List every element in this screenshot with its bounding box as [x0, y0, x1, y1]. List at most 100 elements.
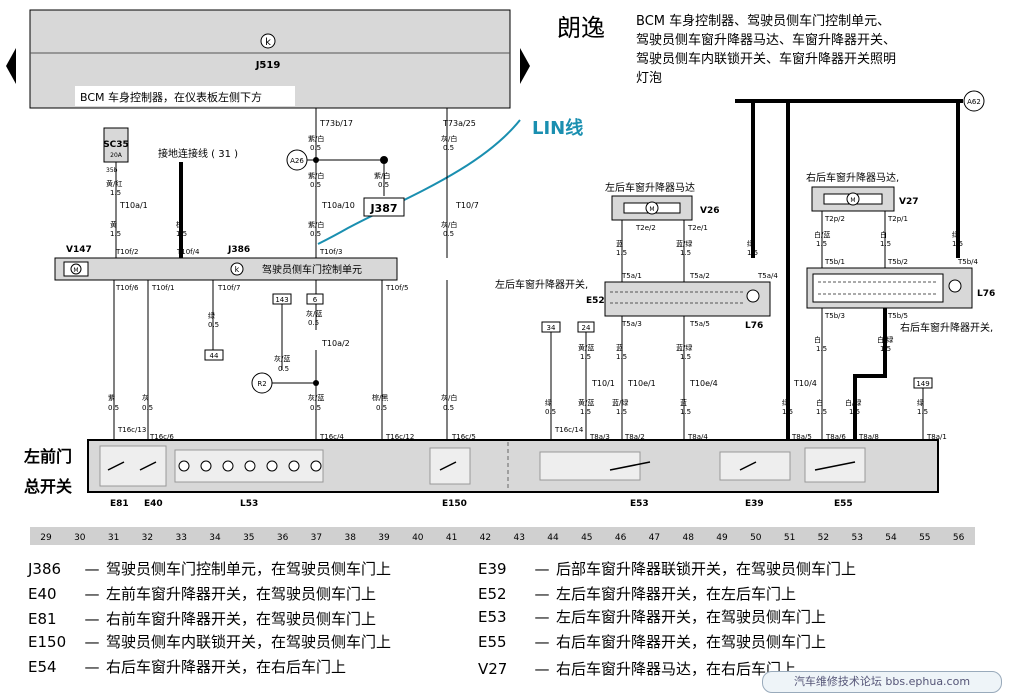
legend-code: E150 — [28, 633, 67, 651]
wire-size: 0.5 — [278, 365, 289, 373]
grid-number: 48 — [682, 533, 694, 543]
wire-size: 0.5 — [443, 404, 454, 412]
wire-size: 1.5 — [616, 353, 627, 361]
motor-v27-pin: T2p/2 — [824, 215, 845, 223]
legend-text: 左后车窗升降器开关，在左后车门上 — [556, 585, 797, 603]
legend-dash: — — [534, 608, 550, 626]
wire-size: 0.5 — [443, 144, 454, 152]
grid-number: 49 — [716, 533, 728, 543]
wire-label: 灰/蓝 — [308, 393, 324, 402]
master-switch-label: 总开关 — [24, 477, 72, 496]
bcm-symbol — [260, 33, 276, 49]
legend-text: 左前车窗升降器开关，在驾驶员侧车门上 — [106, 585, 377, 603]
legend-item: E55—右后车窗升降器开关，在驾驶员侧车门上 — [478, 631, 826, 652]
ctrl-pin-bottom: T10f/7 — [217, 284, 240, 292]
grid-number: 56 — [953, 533, 965, 543]
wire-label: 绿 — [782, 398, 789, 407]
legend-dash: — — [84, 633, 100, 651]
fuse-code: SC35 — [103, 140, 129, 150]
wire-label: 紫/白 — [308, 220, 324, 229]
legend-item: E81—右前车窗升降器开关，在驾驶员侧车门上 — [28, 608, 376, 629]
legend-item: E52—左后车窗升降器开关，在左后车门上 — [478, 583, 796, 604]
pin-t10e1: T10e/1 — [627, 379, 656, 388]
wire-size: 1.5 — [747, 249, 758, 257]
motor-v26-code: V26 — [700, 206, 720, 216]
legend-code: E39 — [478, 560, 507, 578]
legend-text: 右前车窗升降器开关，在驾驶员侧车门上 — [106, 610, 377, 628]
door-pin: T16c/5 — [451, 433, 476, 441]
grid-number: 38 — [344, 533, 356, 543]
wire-size: 1.5 — [110, 189, 121, 197]
legend-code: E52 — [478, 585, 507, 603]
grid-number: 52 — [818, 533, 829, 543]
wire-size: 1.5 — [110, 230, 121, 238]
wire-label: 蓝 — [616, 239, 623, 248]
wire-label: 白 — [880, 230, 887, 239]
pin-t10e4: T10e/4 — [689, 379, 718, 388]
svg-text:M: M — [649, 206, 654, 213]
door-pin: T8a/6 — [825, 433, 846, 441]
scroll-right-arrow[interactable] — [520, 48, 530, 84]
door-pin: T8a/5 — [791, 433, 812, 441]
wire-size: 1.5 — [580, 408, 591, 416]
switch-e52-pin: T5a/4 — [757, 272, 778, 280]
component-e40: E40 — [144, 499, 163, 509]
wire-size: 0.5 — [376, 404, 387, 412]
component-e39: E39 — [745, 499, 764, 509]
wire-label: 紫/白 — [374, 171, 390, 180]
ctrl-pin-top: T10f/3 — [319, 248, 342, 256]
fuse-pin: 35b — [106, 167, 118, 174]
legend-dash: — — [84, 560, 100, 578]
legend-item: V27—右后车窗升降器马达，在右后车门上 — [478, 658, 796, 679]
motor-v26-pin: T2e/1 — [687, 224, 708, 232]
title-line-3: 驾驶员侧车内联锁开关、车窗升降器开关照明 — [636, 51, 896, 67]
ctrl-pin-top: T10f/4 — [176, 248, 200, 256]
wire-size: 1.5 — [816, 345, 827, 353]
wire-size: 1.5 — [616, 249, 627, 257]
ref-box-143: 143 — [275, 296, 288, 304]
legend-code: E81 — [28, 610, 57, 628]
grid-number: 33 — [175, 533, 186, 543]
wire-size: 0.5 — [545, 408, 556, 416]
connector-a62 — [963, 90, 985, 112]
ref-box-6: 6 — [313, 296, 318, 304]
bcm-code: J519 — [255, 60, 281, 71]
switch-right-title: 右后车窗升降器开关, — [900, 321, 993, 334]
ref-box-24: 24 — [582, 324, 591, 332]
connector-a62-label: A62 — [967, 98, 981, 106]
wire-label: 绿 — [952, 230, 959, 239]
ctrl-pin-bottom: T10f/6 — [115, 284, 139, 292]
legend-code: V27 — [478, 660, 508, 678]
pin-t10a2: T10a/2 — [321, 339, 350, 348]
grid-number: 42 — [480, 533, 491, 543]
switch-right-pin: T5b/1 — [824, 258, 845, 266]
switch-right-code: L76 — [977, 289, 995, 299]
wire-label: 灰/蓝 — [306, 309, 322, 318]
wire-size: 0.5 — [443, 230, 454, 238]
wire-size: 1.5 — [952, 240, 963, 248]
motor-v27-pin: T2p/1 — [887, 215, 908, 223]
wire-label: 白 — [814, 335, 821, 344]
wire-label: 白/蓝 — [814, 230, 830, 239]
wire-size: 0.5 — [310, 144, 321, 152]
left-front-door-label: 左前门 — [23, 447, 72, 466]
model-name: 朗逸 — [557, 14, 605, 42]
wire-size: 0.5 — [308, 319, 319, 327]
wire-label: 灰 — [142, 393, 149, 402]
grid-number: 55 — [919, 533, 930, 543]
lin-label: LIN线 — [532, 117, 583, 139]
wire-size: 1.5 — [680, 249, 691, 257]
door-pin: T16c/13 — [117, 426, 146, 434]
bcm-pin-t73b17: T73b/17 — [319, 119, 353, 128]
lin-curve — [317, 119, 521, 245]
legend-code: J386 — [28, 560, 62, 578]
title-line-4: 灯泡 — [636, 71, 662, 86]
door-switch-panel — [87, 439, 939, 493]
switch-e52 — [604, 281, 771, 317]
connector-a26-label: A26 — [290, 157, 304, 165]
wire-size: 1.5 — [880, 345, 891, 353]
wire-label: 黄/蓝 — [578, 343, 594, 352]
wire-size: 0.5 — [208, 321, 219, 329]
scroll-left-arrow[interactable] — [6, 48, 16, 84]
wire-label: 蓝/绿 — [676, 343, 692, 352]
